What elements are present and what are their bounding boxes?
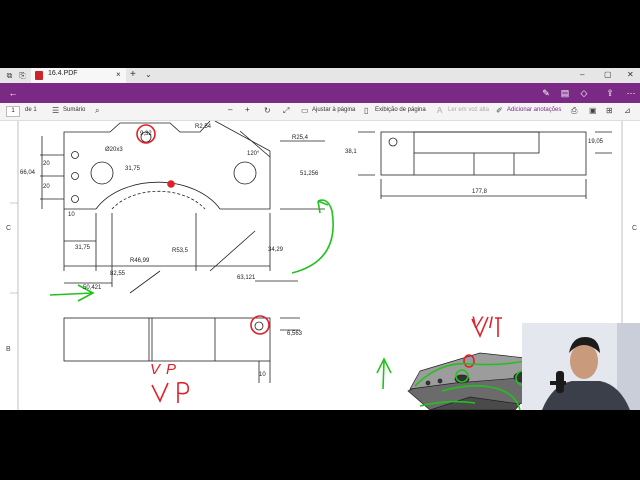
read-aloud-button[interactable]: Ler em voz alta (448, 107, 490, 113)
dim-50-421: 50,421 (83, 285, 102, 291)
page-view-icon: ▯ (364, 106, 369, 115)
browser-command-bar: ← ✎ ▤ ◇ ⇪ ⋯ (0, 83, 640, 103)
frame-letter-c-right: C (632, 225, 638, 232)
tab-preview-icon[interactable]: ⧉ (6, 71, 13, 80)
dim-19-05: 19,05 (588, 139, 604, 145)
dim-120-deg: 120° (247, 151, 260, 157)
zoom-in-button[interactable]: + (245, 105, 250, 114)
dim-r53-5: R53,5 (172, 248, 189, 254)
presenter-video (522, 323, 640, 410)
page-number-input[interactable]: 1 (6, 106, 20, 117)
front-view (40, 121, 325, 294)
frame-letter-c-left: C (6, 225, 12, 232)
share-icon[interactable]: ⇪ (606, 88, 614, 98)
dim-r46-99: R46,99 (130, 258, 150, 264)
tab-list-button[interactable]: ⌄ (145, 70, 152, 79)
summary-button[interactable]: Sumário (63, 107, 86, 113)
dim-31-75-top: 31,75 (125, 166, 141, 172)
dim-r25-4: R25,4 (292, 135, 309, 141)
summary-icon: ☰ (52, 106, 60, 115)
save-icon[interactable]: ▣ (589, 106, 597, 115)
dim-20-b: 20 (43, 184, 50, 190)
add-notes-button[interactable]: Adicionar anotações (507, 107, 562, 113)
tab-title: 16.4.PDF (48, 70, 78, 77)
dim-20-a: 20 (43, 161, 50, 167)
fit-page-button[interactable]: Ajustar à página (312, 107, 356, 113)
fit-page-icon: ▭ (301, 106, 309, 115)
page-count: de 1 (25, 107, 37, 113)
more-icon[interactable]: ⋯ (626, 88, 636, 98)
tab-close-button[interactable]: × (116, 70, 121, 79)
search-icon[interactable]: ⌕ (95, 106, 100, 115)
rotate-icon[interactable]: ↻ (264, 106, 271, 115)
dim-51-256: 51,256 (300, 171, 319, 177)
minimize-button[interactable]: – (580, 70, 585, 79)
dim-177-8: 177,8 (472, 189, 488, 195)
dim-82-55: 82,55 (110, 271, 126, 277)
vp-annotation: VP (150, 361, 183, 378)
dim-66-04: 66,04 (20, 170, 36, 176)
webcam-overlay (522, 323, 640, 410)
print-icon[interactable]: ⎙ (571, 106, 578, 115)
pdf-document-area[interactable]: C B C (0, 121, 640, 410)
dim-6-563: 6,563 (287, 331, 303, 337)
vi-annotation: VI (471, 313, 500, 332)
dim-10-b: 10 (259, 372, 266, 378)
pin-icon[interactable]: ⊿ (624, 106, 631, 115)
save-as-icon[interactable]: ⊞ (606, 106, 613, 115)
tab-16-4-pdf[interactable]: 16.4.PDF × (31, 68, 126, 83)
dim-63-121: 63,121 (237, 275, 256, 281)
dim-9-32: 9,32 (140, 131, 152, 137)
dim-hole-20x3: Ø20x3 (105, 147, 123, 153)
bottom-view (63, 317, 300, 383)
pdf-file-icon (35, 71, 43, 80)
read-aloud-icon: A (437, 106, 443, 115)
fullscreen-icon[interactable]: ⤢ (283, 106, 290, 115)
isometric-part (407, 352, 556, 410)
technical-drawing (10, 121, 623, 410)
red-ink-annotations (136, 124, 502, 403)
highlighter-icon[interactable]: ▤ (560, 88, 570, 98)
dim-34-29: 34,29 (268, 247, 284, 253)
page-view-button[interactable]: Exibição de página (375, 107, 426, 113)
top-right-view (358, 131, 612, 199)
dim-31-75-bottom: 31,75 (75, 245, 91, 251)
back-icon[interactable]: ← (8, 88, 18, 98)
pdf-toolbar: 1 de 1 ☰ Sumário ⌕ – + ↻ ⤢ ▭ Ajustar à p… (0, 103, 640, 121)
tab-bar: ⧉ ⎘ 16.4.PDF × + ⌄ – ▢ ✕ (0, 68, 640, 83)
tab-set-aside-icon[interactable]: ⎘ (19, 71, 26, 80)
close-window-button[interactable]: ✕ (627, 70, 634, 79)
eraser-icon[interactable]: ◇ (580, 88, 588, 98)
new-tab-button[interactable]: + (130, 69, 136, 80)
dim-10-a: 10 (68, 212, 75, 218)
dim-38-1: 38,1 (345, 149, 357, 155)
pdf-viewer-window: ⧉ ⎘ 16.4.PDF × + ⌄ – ▢ ✕ ← ✎ ▤ ◇ ⇪ ⋯ 1 d… (0, 68, 640, 410)
add-notes-icon: ✐ (496, 106, 503, 115)
maximize-button[interactable]: ▢ (604, 70, 612, 79)
pen-icon[interactable]: ✎ (542, 88, 550, 98)
zoom-out-button[interactable]: – (228, 105, 233, 114)
dim-r2-54: R2,54 (195, 124, 212, 130)
frame-letter-b-left: B (6, 346, 11, 353)
